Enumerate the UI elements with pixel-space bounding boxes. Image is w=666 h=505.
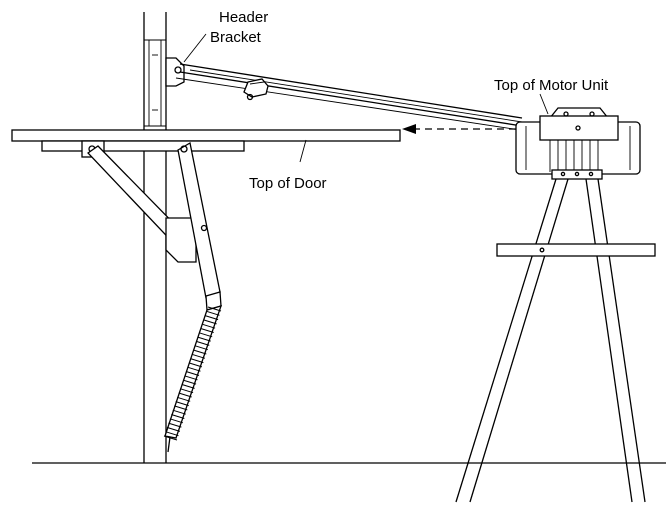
leader-lines xyxy=(183,33,549,163)
spring-coil xyxy=(169,418,184,424)
spring-coil xyxy=(206,310,220,316)
spring-coil xyxy=(196,340,210,346)
spring-coil xyxy=(172,409,186,415)
door-spring xyxy=(163,291,223,453)
spring-coil xyxy=(185,371,200,376)
stepladder xyxy=(455,169,656,503)
spring-coil xyxy=(193,349,207,355)
spring-coil xyxy=(204,315,219,321)
spring-coil xyxy=(182,379,197,385)
top-of-door-label: Top of Door xyxy=(249,175,327,192)
motor-unit xyxy=(515,107,641,175)
spring-coil xyxy=(187,366,201,372)
spring-coil xyxy=(175,401,189,407)
spring-coil xyxy=(188,362,203,368)
spring-coil xyxy=(203,319,217,325)
garage-door-top xyxy=(11,129,401,152)
spring-coil xyxy=(168,422,182,428)
header-bracket-label-line1: Header xyxy=(219,9,268,26)
spring-coil xyxy=(179,388,194,394)
spring-coils xyxy=(163,306,222,441)
spring-coil xyxy=(207,306,222,312)
spring-coil xyxy=(165,431,179,437)
trolley xyxy=(243,78,269,101)
spring-coil xyxy=(191,353,206,359)
spring-coil xyxy=(178,392,192,398)
top-of-motor-unit-label: Top of Motor Unit xyxy=(494,77,609,94)
header-bracket-label-line2: Bracket xyxy=(210,29,262,46)
spring-coil xyxy=(184,375,198,381)
spring-coil xyxy=(201,323,216,329)
spring-coil xyxy=(194,345,208,351)
spring-coil xyxy=(181,383,195,389)
spring-coil xyxy=(166,426,181,432)
header-bracket xyxy=(165,57,185,87)
opener-rail xyxy=(175,63,523,131)
spring-coil xyxy=(174,405,188,411)
spring-coil xyxy=(199,332,213,338)
spring-coil xyxy=(200,328,214,333)
alignment-arrow xyxy=(402,124,516,134)
spring-coil xyxy=(177,396,191,402)
wall-header-post xyxy=(143,12,167,463)
spring-coil xyxy=(190,358,204,364)
spring-coil xyxy=(171,414,185,419)
door-arm-assembly xyxy=(81,140,221,299)
spring-coil xyxy=(197,336,211,342)
